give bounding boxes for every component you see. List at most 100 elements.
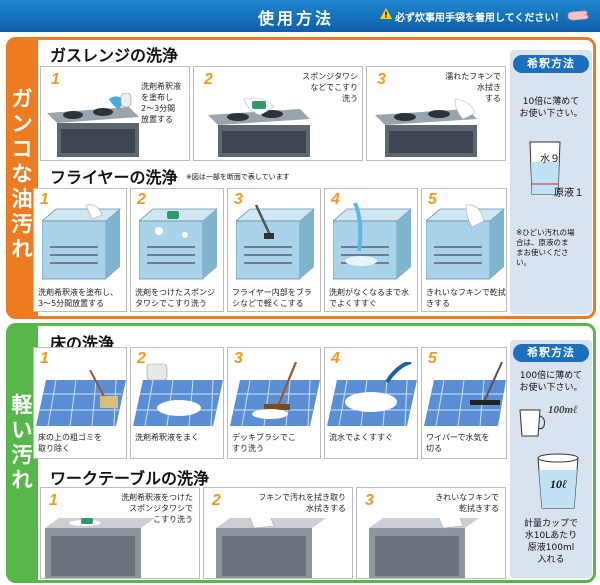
gas-step-3: 3 濡れたフキンで水拭きする: [366, 66, 506, 161]
heavy-soil-side-label: ガ ン コ な 油 汚 れ: [6, 37, 38, 319]
floor-illustration: [133, 363, 223, 426]
gas-range-illustration: [375, 98, 477, 157]
fryer-illustration: [333, 202, 413, 280]
dilution-instruction: 10倍に薄めてお使い下さい。: [519, 97, 583, 119]
step-caption: 流水でよくすすぐ: [329, 433, 393, 442]
header-bar: 使用方法 必ず炊事用手袋を着用してください！: [0, 0, 600, 32]
step-number: 4: [331, 191, 340, 208]
step-number: 2: [204, 71, 213, 88]
step-number: 3: [365, 492, 374, 509]
floor-illustration: [230, 362, 320, 426]
dilution-panel-light: 希釈方法 100倍に薄めてお使い下さい。 100mℓ 10ℓ 計量カップで水10…: [510, 340, 592, 578]
floor-step-4: 4 流水でよくすすぐ: [324, 347, 418, 459]
table-step-2: 2 フキンで汚れを拭き取り水拭きする: [203, 487, 353, 579]
work-table-illustration: [45, 518, 155, 578]
floor-step-5: 5 ワイパーで水気を切る: [421, 347, 507, 459]
fryer-step-4: 4 洗剤がなくなるまで水でよくすすぐ: [324, 188, 418, 312]
dilution-badge: 希釈方法: [513, 344, 589, 362]
fryer-step-2: 2 洗剤をつけたスポンジタワシでこすり洗う: [130, 188, 224, 312]
side-char: ン: [11, 112, 33, 136]
step-caption: きれいなフキンで乾拭きする: [426, 288, 506, 308]
work-table-illustration: [216, 518, 326, 578]
step-caption: きれいなフキンで乾拭きする: [435, 493, 499, 513]
gas-step-2: 2 スポンジタワシなどでこすり洗う: [193, 66, 363, 161]
side-char: い: [11, 418, 33, 442]
step-caption: 洗剤希釈液をまく: [135, 433, 199, 442]
step-number: 5: [428, 350, 437, 367]
side-char: コ: [11, 137, 33, 161]
fryer-illustration: [42, 204, 122, 280]
fryer-title: フライヤーの洗浄: [50, 168, 178, 187]
step-caption: デッキブラシでこすり洗う: [232, 433, 296, 453]
table-step-3: 3 きれいなフキンで乾拭きする: [356, 487, 506, 579]
side-char: れ: [11, 468, 33, 492]
glove-icon: [567, 10, 589, 21]
table-step-1: 1 洗剤希釈液をつけたスポンジタワシでこすり洗う: [40, 487, 200, 579]
floor-illustration: [424, 362, 506, 426]
water-ratio-label: 水９: [540, 154, 560, 165]
dilution-note: ※ひどい汚れの場合は、原液のままお使いください。: [516, 228, 575, 267]
step-caption: フライヤー内部をブラシなどで軽くこする: [232, 288, 312, 308]
stock-ratio-label: 原液１: [554, 188, 584, 199]
page-title: 使用方法: [258, 9, 335, 28]
gas-range-title: ガスレンジの洗浄: [50, 46, 179, 65]
floor-step-3: 3 デッキブラシでこすり洗う: [227, 347, 321, 459]
step-number: 1: [40, 350, 49, 367]
side-char: 軽: [11, 393, 33, 417]
work-table-illustration: [369, 518, 479, 578]
bucket-icon: [537, 453, 579, 509]
bucket-volume-label: 10ℓ: [550, 477, 568, 491]
dilution-panel-heavy: 希釈方法 10倍に薄めてお使い下さい。 水９ 原液１ ※ひどい汚れの場合は、原液…: [510, 50, 592, 314]
gas-range-illustration: [47, 93, 139, 157]
step-caption: 洗剤希釈液をつけたスポンジタワシでこすり洗う: [121, 493, 193, 524]
step-number: 4: [331, 350, 340, 367]
step-number: 1: [51, 71, 60, 88]
measuring-glass-icon: [529, 141, 561, 195]
gas-range-illustration: [208, 97, 310, 157]
fryer-illustration: [426, 204, 506, 280]
side-char: れ: [11, 237, 33, 261]
step-number: 3: [234, 191, 243, 208]
floor-illustration: [36, 370, 126, 426]
step-caption: スポンジタワシなどでこすり洗う: [302, 72, 358, 103]
floor-step-2: 2 洗剤希釈液をまく: [130, 347, 224, 459]
floor-step-1: 1 床の上の粗ゴミを取り除く: [33, 347, 127, 459]
step-caption: 床の上の粗ゴミを取り除く: [38, 433, 102, 453]
side-char: な: [11, 162, 33, 186]
step-caption: 洗剤をつけたスポンジタワシでこすり洗う: [135, 288, 215, 308]
work-table-title: ワークテーブルの洗浄: [50, 469, 210, 488]
step-number: 2: [212, 492, 221, 509]
side-char: ガ: [11, 87, 33, 111]
step-caption: 洗剤がなくなるまで水でよくすすぐ: [329, 288, 409, 308]
fryer-illustration: [236, 204, 316, 280]
step-number: 3: [377, 71, 386, 88]
step-number: 1: [49, 492, 58, 509]
step-caption: 洗剤希釈液を塗布し、3～5分間放置する: [38, 288, 118, 308]
measuring-cup-icon: [519, 409, 545, 437]
side-char: 汚: [11, 212, 33, 236]
step-number: 5: [428, 191, 437, 208]
fryer-step-3: 3 フライヤー内部をブラシなどで軽くこする: [227, 188, 321, 312]
cup-volume-label: 100mℓ: [548, 404, 578, 416]
side-char: 油: [11, 187, 33, 211]
step-number: 3: [234, 350, 243, 367]
step-caption: ワイパーで水気を切る: [426, 433, 490, 453]
step-caption: フキンで汚れを拭き取り水拭きする: [258, 493, 346, 513]
step-number: 2: [137, 191, 146, 208]
step-caption: 濡れたフキンで水拭きする: [445, 72, 501, 103]
step-number: 2: [137, 350, 146, 367]
dilution-badge: 希釈方法: [513, 55, 589, 73]
step-number: 1: [40, 191, 49, 208]
warning-icon: [380, 8, 392, 19]
fryer-step-1: 1 洗剤希釈液を塗布し、3～5分間放置する: [33, 188, 127, 312]
fryer-note: ※図は一部を断面で表しています: [186, 173, 290, 181]
fryer-step-5: 5 きれいなフキンで乾拭きする: [421, 188, 507, 312]
floor-illustration: [327, 362, 417, 426]
fryer-illustration: [139, 208, 219, 280]
glove-warning: 必ず炊事用手袋を着用してください！: [395, 13, 565, 24]
dilution-instruction: 100倍に薄めてお使い下さい。: [519, 371, 583, 393]
side-char: 汚: [11, 443, 33, 467]
